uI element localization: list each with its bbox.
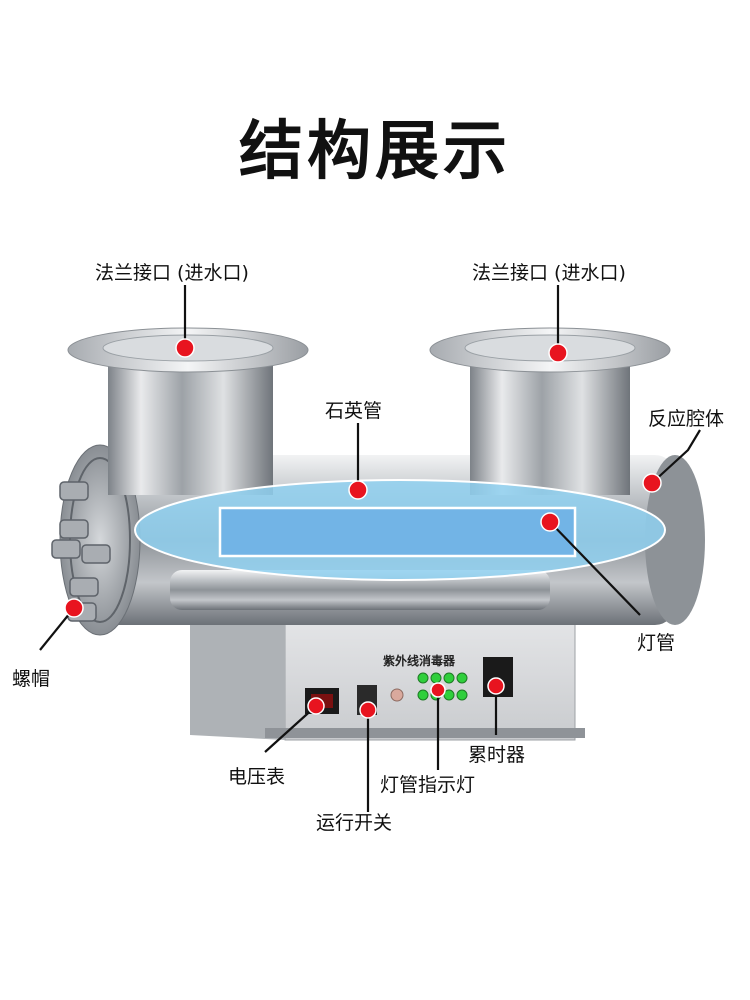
page-title: 结构展示	[239, 115, 511, 189]
label-flange-left: 法兰接口 (进水口)	[95, 262, 249, 284]
label-flange-right: 法兰接口 (进水口)	[472, 262, 626, 284]
label-voltmeter: 电压表	[228, 766, 286, 788]
power-indicator	[390, 688, 404, 702]
label-lamp-tube: 灯管	[637, 632, 676, 654]
lamp-tube-shape	[218, 506, 577, 558]
label-run-switch: 运行开关	[316, 812, 393, 834]
label-quartz-tube: 石英管	[325, 400, 383, 422]
lamp-indicator-leds	[417, 672, 468, 701]
nut-caps	[51, 481, 111, 622]
label-nut-cap: 螺帽	[12, 668, 51, 690]
label-hour-meter: 累时器	[468, 744, 526, 766]
label-lamp-indicator: 灯管指示灯	[380, 774, 476, 796]
label-reaction-chamber: 反应腔体	[648, 408, 725, 430]
panel-device-name: 紫外线消毒器	[383, 654, 456, 668]
quartz-tube	[134, 479, 666, 581]
red-markers	[64, 338, 662, 719]
